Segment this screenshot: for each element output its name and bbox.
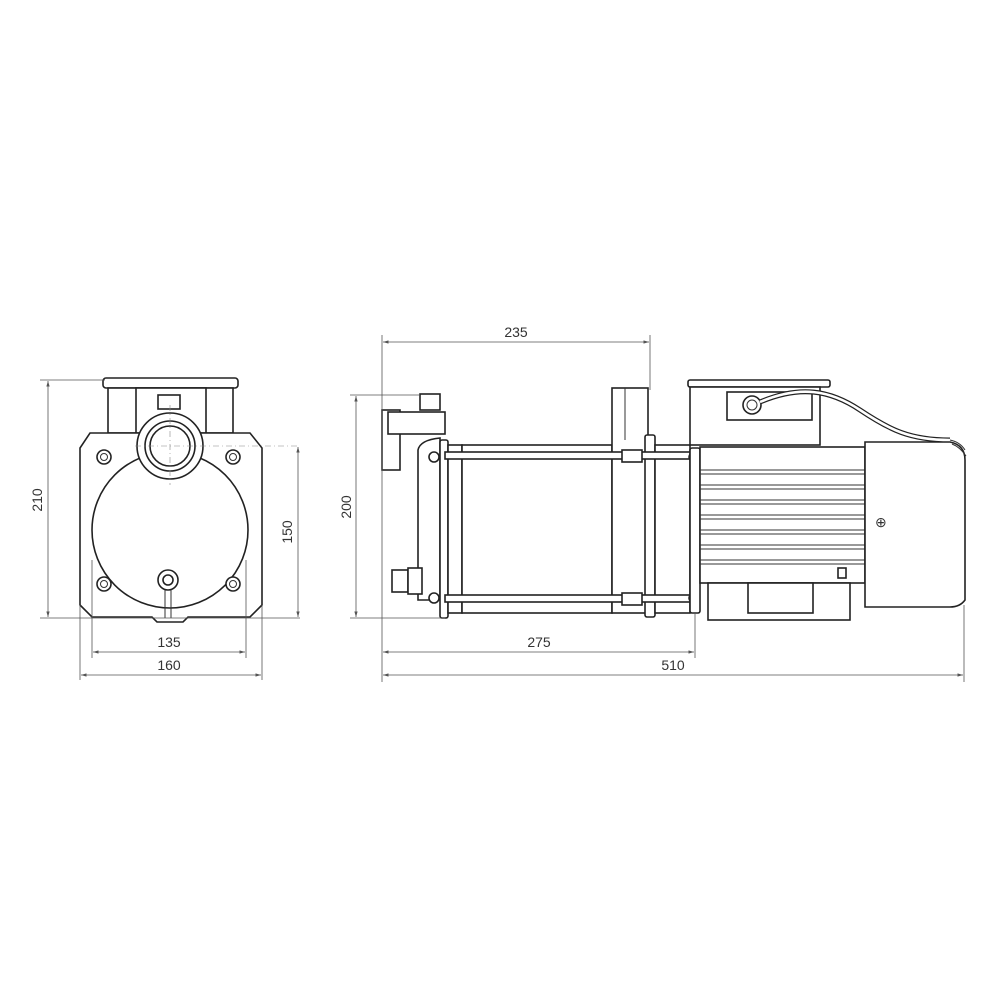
dim-160: 160 [157,657,181,673]
ground-screw [837,567,847,579]
front-view [79,377,300,623]
dim-235: 235 [504,324,528,340]
dim-200: 200 [338,495,354,519]
front-dimensions: 210 150 135 160 [29,379,300,680]
motor-flange [689,447,701,614]
front-plate [439,439,449,619]
terminal-box-lid [687,379,831,388]
side-view: ⊕ [381,379,967,621]
intermediate-casing [611,387,649,614]
fan-cover [864,441,966,608]
drain-knob [391,569,409,593]
cable-gland [742,395,762,415]
top-plate [102,377,239,389]
inlet-plug [419,393,441,411]
stage-housing [461,444,613,614]
cooling-fins [700,469,865,565]
dim-150: 150 [279,520,295,544]
bolt-holes [96,449,241,592]
dim-210: 210 [29,488,45,512]
inlet-block [387,411,446,435]
cable-wires [949,439,967,457]
side-dimensions: 235 200 275 510 [338,324,965,682]
priming-plug [157,394,181,410]
dim-275: 275 [527,634,551,650]
dim-135: 135 [157,634,181,650]
rear-plate [644,434,656,618]
ground-symbol: ⊕ [875,514,887,530]
dim-510: 510 [661,657,685,673]
